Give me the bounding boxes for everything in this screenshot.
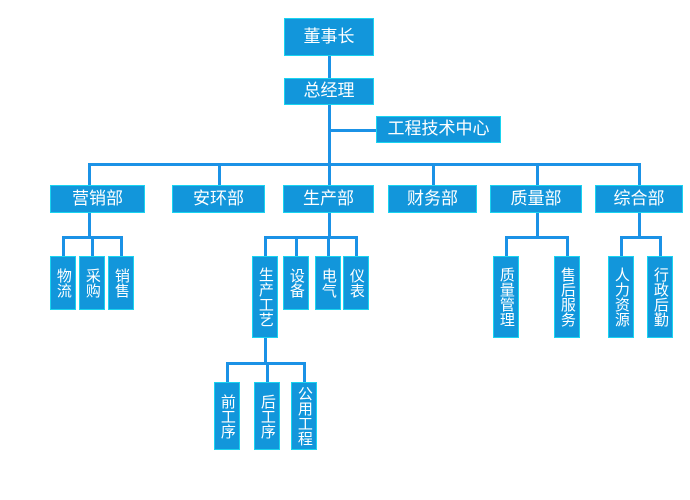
connector-general-affairs-bus xyxy=(620,236,662,239)
connector-drop-production-process xyxy=(264,236,267,256)
node-dept-general-affairs-label: 综合部 xyxy=(613,188,665,209)
connector-drop-human-resources xyxy=(620,236,623,256)
node-dept-quality-label: 质量部 xyxy=(510,188,562,209)
node-dept-marketing-label: 营销部 xyxy=(72,188,123,209)
connector-drop-finance xyxy=(432,163,435,185)
connector-drop-production xyxy=(328,163,331,185)
connector-drop-utilities xyxy=(303,362,306,382)
node-sub-sales[interactable]: 销售 xyxy=(108,256,134,310)
node-sub-sales-label: 销售 xyxy=(112,268,131,298)
node-general-manager[interactable]: 总经理 xyxy=(284,78,374,105)
connector-production-stem xyxy=(328,213,331,236)
connector-general-affairs-stem xyxy=(638,213,641,236)
connector-drop-back-process xyxy=(266,362,269,382)
connector-gm-to-engineering-center xyxy=(328,129,376,132)
node-sub-quality-mgmt-label: 质量管理 xyxy=(497,267,516,327)
node-leaf-back-process[interactable]: 后工序 xyxy=(254,382,280,450)
node-sub-electrical[interactable]: 电气 xyxy=(315,256,341,310)
connector-quality-bus xyxy=(505,236,569,239)
node-sub-admin-logistics[interactable]: 行政后勤 xyxy=(647,256,673,338)
node-engineering-center-label: 工程技术中心 xyxy=(387,119,490,139)
node-sub-logistics[interactable]: 物流 xyxy=(50,256,76,310)
node-leaf-back-process-label: 后工序 xyxy=(258,393,277,439)
node-sub-production-process[interactable]: 生产工艺 xyxy=(252,256,278,338)
connector-drop-sales xyxy=(120,236,123,256)
connector-marketing-stem xyxy=(88,213,91,236)
node-sub-equipment[interactable]: 设备 xyxy=(283,256,309,310)
connector-drop-purchasing xyxy=(91,236,94,256)
connector-production-bus xyxy=(264,236,358,239)
connector-gm-trunk xyxy=(328,104,331,164)
node-sub-instrument[interactable]: 仪表 xyxy=(343,256,369,310)
connector-drop-equipment xyxy=(295,236,298,256)
connector-drop-quality-mgmt xyxy=(505,236,508,256)
connector-drop-electrical xyxy=(327,236,330,256)
node-dept-finance[interactable]: 财务部 xyxy=(388,185,477,213)
node-sub-instrument-label: 仪表 xyxy=(347,268,366,298)
connector-drop-front-process xyxy=(226,362,229,382)
connector-drop-safety-env xyxy=(218,163,221,185)
connector-drop-after-sales xyxy=(566,236,569,256)
node-dept-quality[interactable]: 质量部 xyxy=(490,185,582,213)
connector-drop-general-affairs xyxy=(638,163,641,185)
connector-chairman-to-gm xyxy=(328,56,331,78)
node-leaf-utilities-label: 公用工程 xyxy=(295,386,314,446)
connector-drop-quality xyxy=(536,163,539,185)
node-general-manager-label: 总经理 xyxy=(303,81,355,101)
node-leaf-front-process[interactable]: 前工序 xyxy=(214,382,240,450)
node-sub-quality-mgmt[interactable]: 质量管理 xyxy=(493,256,519,338)
node-sub-admin-logistics-label: 行政后勤 xyxy=(651,267,670,327)
node-engineering-center[interactable]: 工程技术中心 xyxy=(376,116,501,143)
node-dept-safety-env-label: 安环部 xyxy=(193,188,244,209)
node-sub-logistics-label: 物流 xyxy=(54,268,73,298)
connector-drop-logistics xyxy=(62,236,65,256)
connector-drop-instrument xyxy=(355,236,358,256)
node-sub-production-process-label: 生产工艺 xyxy=(256,267,275,327)
connector-drop-marketing xyxy=(88,163,91,185)
node-dept-marketing[interactable]: 营销部 xyxy=(50,185,145,213)
node-dept-safety-env[interactable]: 安环部 xyxy=(172,185,265,213)
node-dept-production-label: 生产部 xyxy=(303,188,354,209)
node-sub-purchasing-label: 采购 xyxy=(83,268,102,298)
node-sub-after-sales-label: 售后服务 xyxy=(558,267,577,327)
node-sub-electrical-label: 电气 xyxy=(319,268,338,298)
connector-department-bus xyxy=(88,163,641,166)
connector-drop-admin-logistics xyxy=(659,236,662,256)
node-leaf-front-process-label: 前工序 xyxy=(218,393,237,439)
node-chairman[interactable]: 董事长 xyxy=(284,18,374,56)
connector-production-process-stem xyxy=(264,338,267,362)
node-sub-human-resources[interactable]: 人力资源 xyxy=(608,256,634,338)
node-chairman-label: 董事长 xyxy=(303,26,355,47)
node-dept-production[interactable]: 生产部 xyxy=(283,185,374,213)
node-sub-purchasing[interactable]: 采购 xyxy=(79,256,105,310)
node-sub-after-sales[interactable]: 售后服务 xyxy=(554,256,580,338)
node-dept-finance-label: 财务部 xyxy=(407,188,458,209)
node-sub-human-resources-label: 人力资源 xyxy=(612,267,631,327)
node-leaf-utilities[interactable]: 公用工程 xyxy=(291,382,317,450)
node-sub-equipment-label: 设备 xyxy=(287,268,306,298)
node-dept-general-affairs[interactable]: 综合部 xyxy=(595,185,683,213)
connector-quality-stem xyxy=(536,213,539,236)
